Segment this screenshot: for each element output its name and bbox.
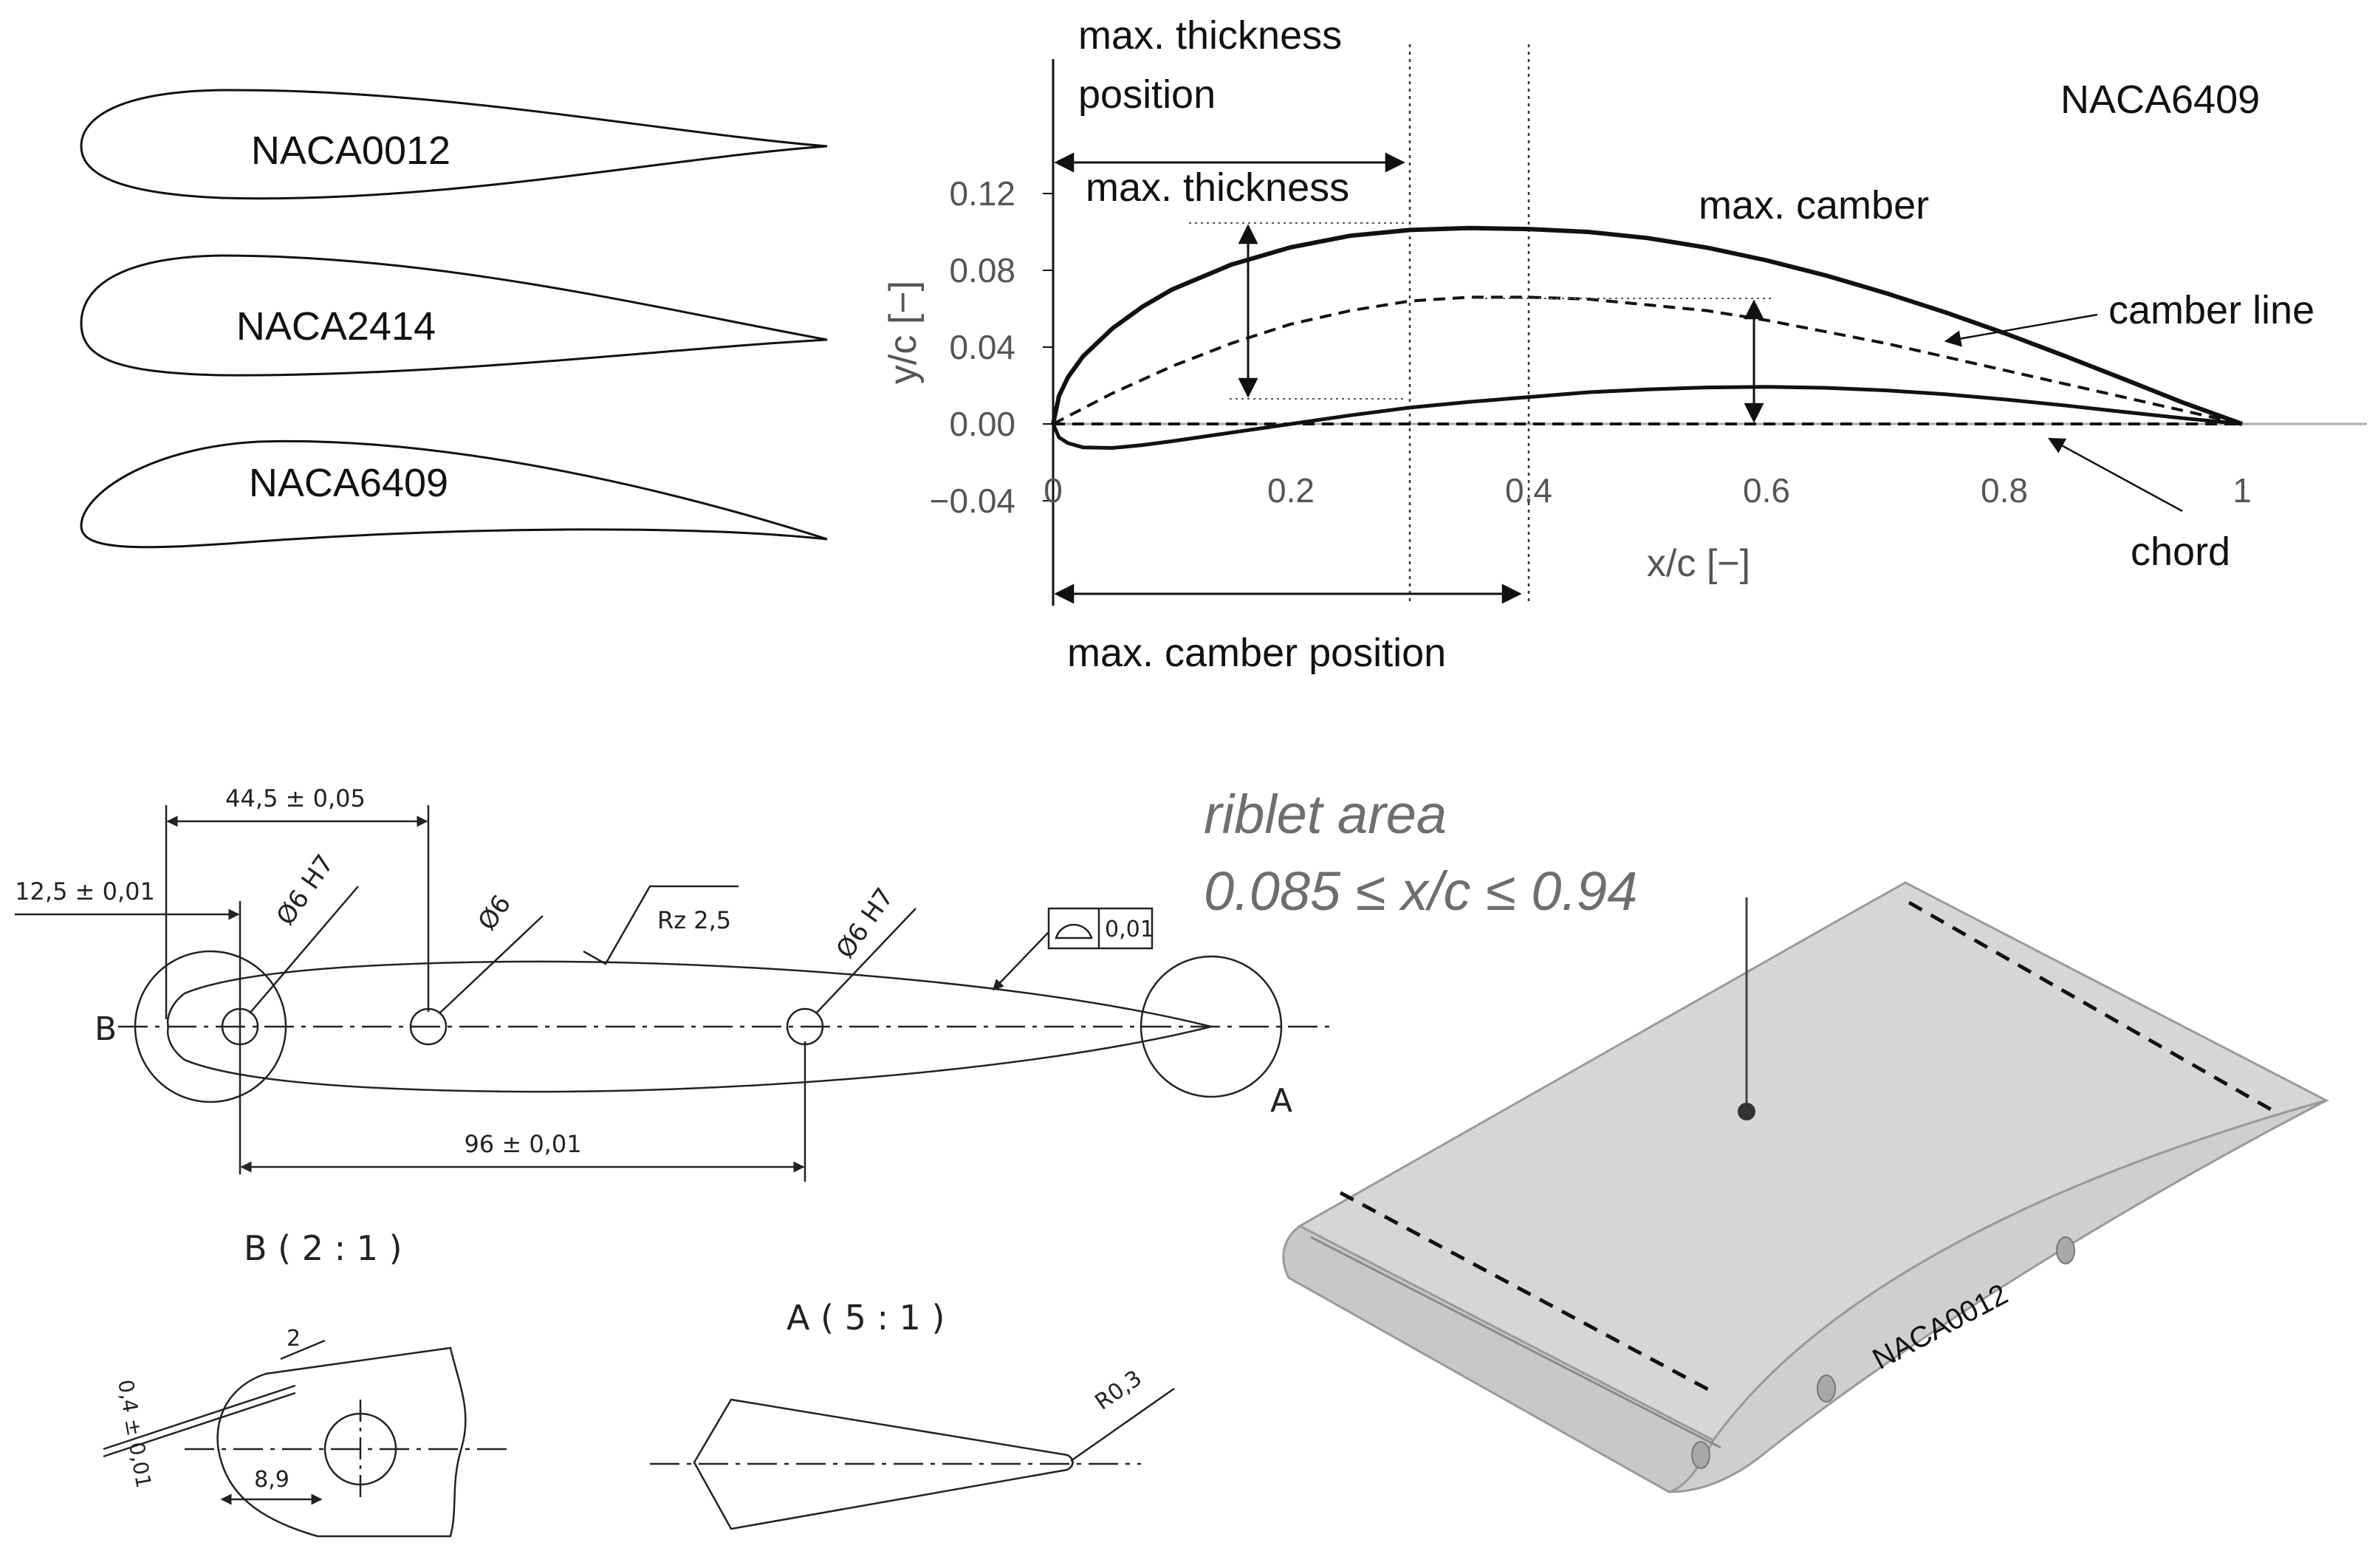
detail-b-dim-2-label: 2 <box>287 1326 301 1352</box>
detail-a-radius-leader <box>1070 1387 1175 1462</box>
detail-a-outline <box>693 1398 1074 1530</box>
x-tick-label: 0.2 <box>1267 471 1315 510</box>
max-camber-label: max. camber <box>1699 183 1929 227</box>
wing-side-hole-3 <box>2056 1236 2075 1264</box>
riblet-area-title: riblet area <box>1204 784 1447 845</box>
max-thickness-position-label-line1: max. thickness <box>1078 13 1342 58</box>
profile-tolerance-value: 0,01 <box>1105 917 1154 942</box>
riblet-boundary-front <box>1339 1191 1715 1394</box>
x-tick-label: 0.6 <box>1743 471 1790 510</box>
camber-line-label: camber line <box>2108 288 2314 332</box>
riblet-area-range: 0.085 ≤ x/c ≤ 0.94 <box>1204 860 1637 922</box>
hole-1-leader <box>249 886 359 1014</box>
profile-tolerance-leader <box>992 931 1049 991</box>
x-tick-label: 1 <box>2233 471 2252 510</box>
dim-96-label: 96 ± 0,01 <box>464 1130 581 1158</box>
technical-drawing-labels: 44,5 ± 0,05 12,5 ± 0,01 96 ± 0,01 Ø6 H7 … <box>15 784 1292 1493</box>
detail-b-view <box>103 1339 510 1538</box>
y-tick-label: 0.00 <box>949 405 1015 443</box>
detail-b-dim-2-line <box>280 1339 326 1360</box>
y-tick-label: 0.04 <box>949 328 1015 366</box>
detail-a-title: A ( 5 : 1 ) <box>787 1298 945 1338</box>
wing-render: riblet area 0.085 ≤ x/c ≤ 0.94 NACA0012 <box>1204 784 2330 1493</box>
riblet-area-dot <box>1738 1103 1755 1120</box>
chart-title: NACA6409 <box>2060 78 2260 122</box>
y-tick-label: −0.04 <box>930 482 1015 520</box>
detail-b-riblet-2 <box>103 1391 296 1458</box>
airfoil-outline-naca0012 <box>80 89 828 200</box>
series-layer <box>1051 225 2244 450</box>
technical-drawing <box>15 805 1337 1538</box>
wing-side-hole-2 <box>1817 1374 1836 1403</box>
detail-b-marker: B <box>95 1010 117 1048</box>
airfoil-shapes-panel: NACA0012 NACA2414 NACA6409 <box>80 89 828 549</box>
chord-pointer <box>2048 437 2183 513</box>
max-camber-position-label: max. camber position <box>1067 631 1446 675</box>
airfoil-outline-naca6409 <box>80 439 828 549</box>
detail-b-title: B ( 2 : 1 ) <box>244 1228 402 1268</box>
dim-44-5-label: 44,5 ± 0,05 <box>225 784 366 812</box>
detail-a-view <box>650 1387 1175 1530</box>
max-thickness-label: max. thickness <box>1086 165 1349 210</box>
y-axis-label: y/c [−] <box>882 281 925 384</box>
y-tick-group: 0.12 0.08 0.04 0.00 −0.04 <box>930 174 1053 520</box>
chord-label: chord <box>2131 530 2230 574</box>
detail-b-riblet-1 <box>103 1384 296 1451</box>
detail-b-dim-8-9-label: 8,9 <box>254 1467 289 1493</box>
hole-2-label: Ø6 <box>473 890 518 937</box>
airfoil-name-naca6409: NACA6409 <box>249 461 448 505</box>
detail-a-marker: A <box>1270 1082 1292 1120</box>
airfoil-name-naca2414: NACA2414 <box>236 304 436 349</box>
detail-a-circle <box>1140 955 1283 1098</box>
detail-a-radius-label: R0,3 <box>1091 1366 1147 1416</box>
riblet-boundary-rear <box>1908 900 2276 1114</box>
x-tick-label: 0 <box>1044 471 1063 510</box>
wing-leading-edge-line <box>1310 1236 1721 1449</box>
airfoil-outline-naca2414 <box>80 254 828 377</box>
detail-b-circle <box>134 950 287 1103</box>
roughness-label: Rz 2,5 <box>657 906 731 934</box>
hole-3-label: Ø6 H7 <box>831 883 900 964</box>
hole-2-leader <box>439 915 544 1014</box>
roughness-symbol <box>583 885 739 965</box>
dim-12-5-label: 12,5 ± 0,01 <box>15 877 155 905</box>
x-axis-label: x/c [−] <box>1647 542 1750 585</box>
wing-side-hole-1 <box>1691 1441 1710 1469</box>
upper-series-line <box>1051 225 2244 426</box>
y-tick-label: 0.12 <box>949 174 1015 213</box>
y-tick-label: 0.08 <box>949 251 1015 290</box>
profile-tolerance-frame <box>1047 907 1154 950</box>
hole-3-leader <box>815 908 916 1014</box>
drawing-airfoil-profile <box>167 960 1212 1093</box>
max-thickness-position-label-line2: position <box>1078 72 1216 117</box>
profile-tolerance-symbol <box>1055 923 1093 939</box>
x-tick-label: 0.8 <box>1981 471 2028 510</box>
airfoil-name-naca0012: NACA0012 <box>251 129 450 173</box>
camber-line-pointer <box>1944 313 2098 347</box>
lower-series-line <box>1051 385 2243 450</box>
detail-b-outline <box>216 1346 467 1538</box>
